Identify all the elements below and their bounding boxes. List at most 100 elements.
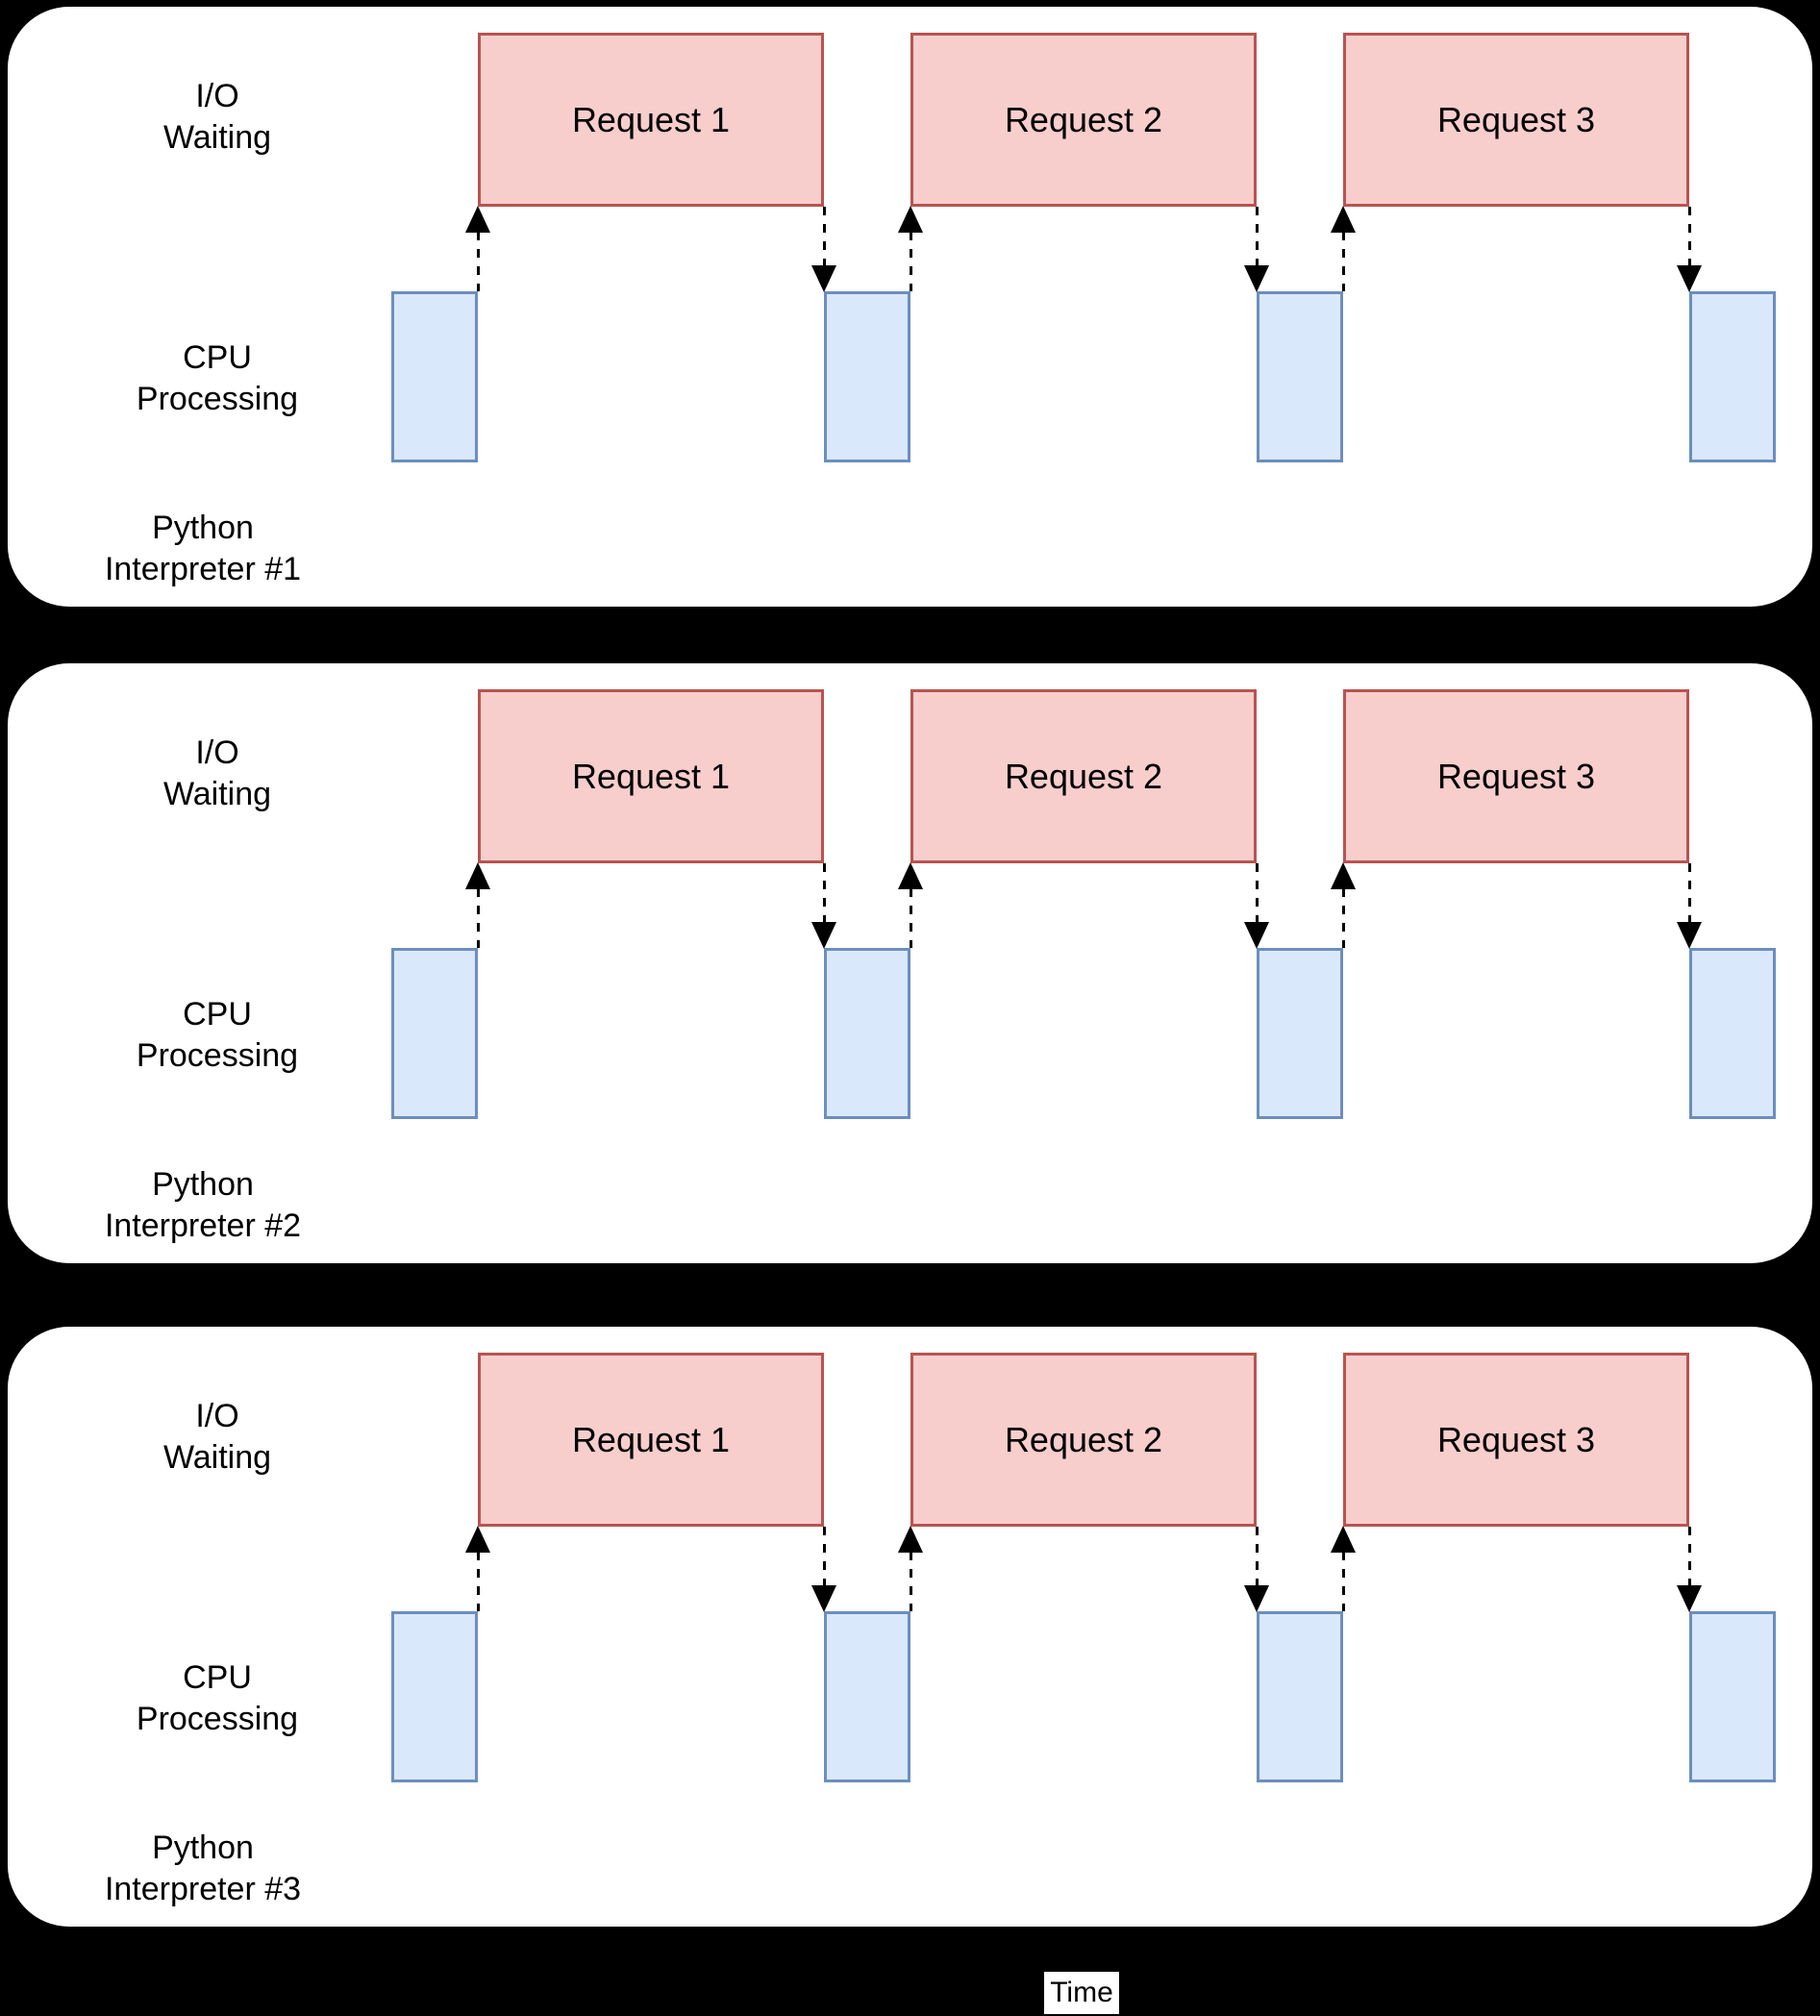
request-box-3-label: Request 3 xyxy=(1436,756,1596,796)
arrow-stem xyxy=(909,232,912,291)
request-box-3: Request 3 xyxy=(1343,1353,1689,1527)
arrow-head xyxy=(465,862,490,889)
request-box-2-label: Request 2 xyxy=(1004,99,1163,139)
arrow-head xyxy=(465,1526,490,1553)
arrow-head xyxy=(811,265,836,292)
io-waiting-label: I/O Waiting xyxy=(35,733,400,815)
dashed-down-arrow-3 xyxy=(1676,863,1703,949)
request-box-3-label: Request 3 xyxy=(1436,99,1596,139)
cpu-processing-label-line1: CPU xyxy=(183,1659,252,1696)
interpreter-name-line1: Python xyxy=(152,510,254,546)
arrow-head xyxy=(1244,922,1269,949)
io-waiting-label-line1: I/O xyxy=(195,1398,239,1434)
request-box-1: Request 1 xyxy=(478,1353,824,1527)
request-box-2-label: Request 2 xyxy=(1004,1419,1163,1459)
arrow-head xyxy=(811,922,836,949)
dashed-down-arrow-3 xyxy=(1676,1527,1703,1612)
arrow-head xyxy=(898,1526,923,1553)
arrow-stem xyxy=(1255,207,1259,266)
io-waiting-label: I/O Waiting xyxy=(35,76,400,159)
dashed-up-arrow-1 xyxy=(464,206,491,291)
dashed-down-arrow-1 xyxy=(810,207,837,292)
cpu-block-2 xyxy=(824,1611,910,1782)
arrow-stem xyxy=(1341,1552,1345,1611)
cpu-block-3 xyxy=(1257,948,1343,1119)
dashed-up-arrow-3 xyxy=(1330,862,1357,948)
arrow-stem xyxy=(822,1527,826,1586)
time-axis-label: Time xyxy=(1044,1972,1119,2014)
interpreter-name-label: Python Interpreter #1 xyxy=(11,508,395,590)
arrow-stem xyxy=(476,1552,480,1611)
arrow-head xyxy=(811,1585,836,1612)
interpreter-name-line1: Python xyxy=(152,1166,254,1203)
arrow-stem xyxy=(909,888,912,948)
dashed-up-arrow-3 xyxy=(1330,206,1357,291)
cpu-processing-label-line1: CPU xyxy=(183,996,252,1033)
arrow-stem xyxy=(1687,207,1691,266)
request-box-3: Request 3 xyxy=(1343,689,1689,863)
arrow-head xyxy=(1331,1526,1356,1553)
cpu-block-3 xyxy=(1257,1611,1343,1782)
io-waiting-label: I/O Waiting xyxy=(35,1396,400,1479)
cpu-block-4 xyxy=(1689,948,1776,1119)
arrow-head xyxy=(1244,265,1269,292)
arrow-stem xyxy=(1687,863,1691,923)
io-waiting-label-line1: I/O xyxy=(195,78,239,114)
arrow-stem xyxy=(1341,232,1345,291)
request-box-2: Request 2 xyxy=(910,33,1257,207)
interpreter-name-line2: Interpreter #3 xyxy=(104,1871,302,1907)
arrow-stem xyxy=(476,888,480,948)
python-interpreter-panel-3: I/O Waiting CPU Processing Python Interp… xyxy=(8,1327,1812,1927)
request-box-3-label: Request 3 xyxy=(1436,1419,1596,1459)
request-box-3: Request 3 xyxy=(1343,33,1689,207)
request-box-2: Request 2 xyxy=(910,1353,1257,1527)
cpu-block-4 xyxy=(1689,1611,1776,1782)
cpu-processing-label-line2: Processing xyxy=(136,1701,299,1737)
dashed-up-arrow-2 xyxy=(897,862,924,948)
arrow-stem xyxy=(1255,1527,1259,1586)
dashed-up-arrow-2 xyxy=(897,1526,924,1611)
arrow-stem xyxy=(1687,1527,1691,1586)
interpreter-name-line1: Python xyxy=(152,1829,254,1866)
cpu-block-2 xyxy=(824,291,910,462)
arrow-head xyxy=(898,862,923,889)
cpu-processing-label-line2: Processing xyxy=(136,381,299,417)
arrow-stem xyxy=(1255,863,1259,923)
cpu-block-4 xyxy=(1689,291,1776,462)
cpu-block-2 xyxy=(824,948,910,1119)
dashed-down-arrow-1 xyxy=(810,1527,837,1612)
arrow-stem xyxy=(909,1552,912,1611)
arrow-stem xyxy=(822,207,826,266)
dashed-up-arrow-3 xyxy=(1330,1526,1357,1611)
dashed-up-arrow-1 xyxy=(464,1526,491,1611)
request-box-1-label: Request 1 xyxy=(571,99,731,139)
arrow-head xyxy=(1677,265,1702,292)
request-box-1-label: Request 1 xyxy=(571,756,731,796)
arrow-head xyxy=(1677,1585,1702,1612)
request-box-2: Request 2 xyxy=(910,689,1257,863)
cpu-block-1 xyxy=(391,1611,478,1782)
cpu-processing-label: CPU Processing xyxy=(35,994,400,1077)
arrow-stem xyxy=(476,232,480,291)
arrow-head xyxy=(465,206,490,233)
arrow-stem xyxy=(822,863,826,923)
python-interpreter-panel-2: I/O Waiting CPU Processing Python Interp… xyxy=(8,663,1812,1263)
interpreter-name-line2: Interpreter #1 xyxy=(104,551,302,587)
arrow-head xyxy=(1331,206,1356,233)
request-box-1-label: Request 1 xyxy=(571,1419,731,1459)
request-box-2-label: Request 2 xyxy=(1004,756,1163,796)
time-axis-label-text: Time xyxy=(1050,1977,1113,2008)
io-waiting-label-line2: Waiting xyxy=(162,1439,272,1476)
arrow-head xyxy=(1677,922,1702,949)
cpu-block-1 xyxy=(391,291,478,462)
interpreter-name-label: Python Interpreter #3 xyxy=(11,1828,395,1910)
arrow-head xyxy=(1244,1585,1269,1612)
io-waiting-label-line1: I/O xyxy=(195,734,239,771)
arrow-head xyxy=(898,206,923,233)
cpu-processing-label-line1: CPU xyxy=(183,339,252,376)
dashed-down-arrow-2 xyxy=(1243,207,1270,292)
interpreter-name-line2: Interpreter #2 xyxy=(104,1207,302,1244)
interpreter-name-label: Python Interpreter #2 xyxy=(11,1164,395,1247)
python-interpreter-panel-1: I/O Waiting CPU Processing Python Interp… xyxy=(8,7,1812,607)
request-box-1: Request 1 xyxy=(478,689,824,863)
